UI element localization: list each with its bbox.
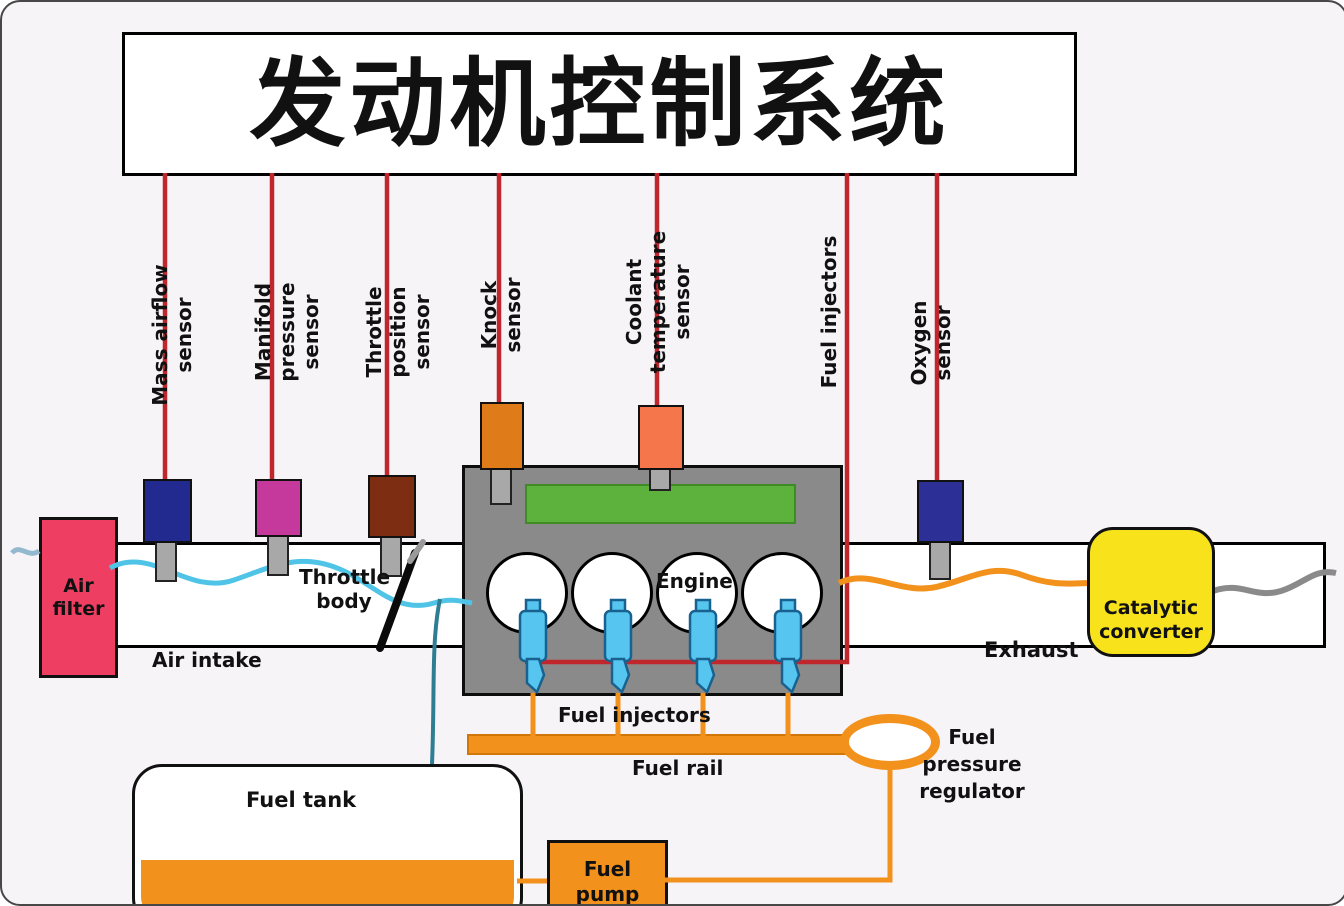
air-filter: Air filter <box>39 517 118 678</box>
oxygen-sensor <box>917 480 964 543</box>
fuel-return-line <box>662 768 893 883</box>
fuel-tank <box>132 764 523 904</box>
cylinder-3 <box>656 552 738 634</box>
fuel-tank-label: Fuel tank <box>246 788 357 812</box>
fuel-level <box>141 860 514 904</box>
engine-label: Engine <box>656 569 733 593</box>
manifold-pressure-sensor <box>255 479 302 537</box>
fuel-pressure-regulator-label: Fuel pressure regulator <box>919 725 1025 803</box>
oxygen-sensor-stem <box>929 538 951 580</box>
exhaust-pipe <box>836 542 1326 648</box>
diagram-title: 发动机控制系统 <box>249 48 950 160</box>
fuel-pump: Fuel pump <box>547 840 668 904</box>
mass-airflow-sensor-stem <box>155 538 177 582</box>
cylinder-2 <box>571 552 653 634</box>
coolant-temperature-sensor <box>638 405 684 470</box>
fuel-rail-label: Fuel rail <box>632 756 724 780</box>
knock-sensor <box>480 402 524 470</box>
air-inlet-flow-line <box>10 547 41 556</box>
cylinder-1 <box>486 552 568 634</box>
air-intake-label: Air intake <box>152 648 262 672</box>
throttle-body-label: Throttle body <box>299 565 391 613</box>
knock-sensor-stem <box>490 465 512 505</box>
exhaust-label: Exhaust <box>984 638 1079 662</box>
mass-airflow-sensor <box>143 479 192 543</box>
manifold-pressure-sensor-stem <box>267 532 289 576</box>
fuel-pressure-regulator <box>840 714 940 770</box>
cylinder-4 <box>741 552 823 634</box>
fuel-injectors-label: Fuel injectors <box>558 703 711 727</box>
fuel-rail <box>467 734 854 755</box>
title-box: 发动机控制系统 <box>122 32 1077 176</box>
throttle-position-sensor <box>368 475 416 538</box>
catalytic-converter: Catalytic converter <box>1087 527 1215 657</box>
